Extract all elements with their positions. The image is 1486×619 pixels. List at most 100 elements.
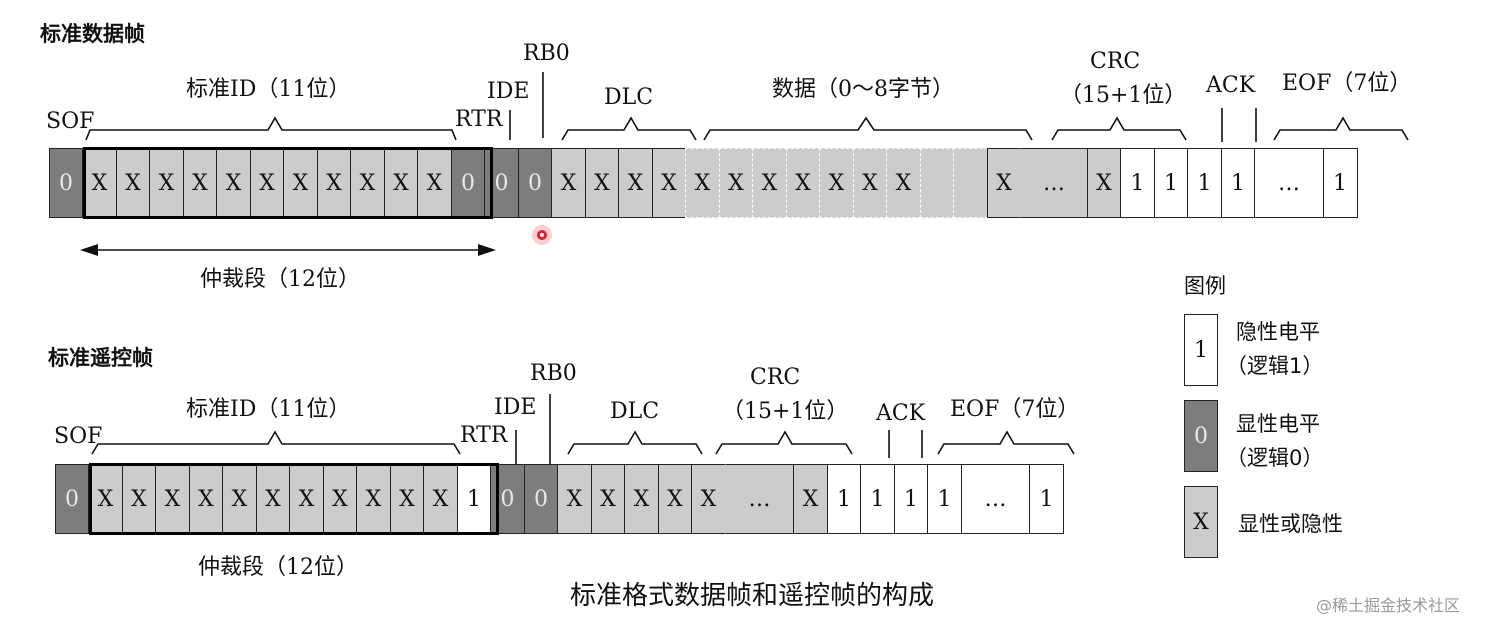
bit-id: X	[149, 148, 184, 218]
data-arbitration-label: 仲裁段（12位）	[200, 267, 360, 292]
remote-frame-bits: 0 X X X X X X X X X X X 1 0 0 X X X X X …	[54, 464, 1064, 534]
brace-id	[85, 116, 457, 141]
remote-id-label: 标准ID（11位）	[186, 397, 351, 422]
figure-caption: 标准格式数据帧和遥控帧的构成	[570, 581, 935, 611]
legend-recessive-swatch: 1	[1184, 314, 1218, 386]
legend-recessive-label: 隐性电平	[1236, 320, 1320, 344]
bit-id: X	[88, 464, 123, 534]
bit-crc-delimiter: 1	[1120, 148, 1155, 218]
bit-eof: 1	[1029, 464, 1064, 534]
remote-ack-label: ACK	[876, 401, 926, 426]
data-crc-label-1: CRC	[1090, 49, 1141, 74]
bit-id: X	[121, 464, 157, 534]
bit-dlc: X	[624, 464, 659, 534]
bit-id: X	[155, 464, 190, 534]
bit-dlc: X	[584, 148, 620, 218]
remote-sof-label: SOF	[54, 424, 103, 449]
bit-crc: X	[986, 148, 1022, 218]
bit-rb0: 0	[523, 464, 559, 534]
data-dlc-label: DLC	[604, 85, 654, 110]
data-rb0-label: RB0	[523, 41, 570, 66]
remote-eof-label: EOF（7位）	[950, 397, 1080, 422]
bit-data: X	[886, 148, 921, 218]
legend-dominant-sub: （逻辑0）	[1226, 446, 1324, 470]
data-eof-label: EOF（7位）	[1282, 71, 1412, 96]
bit-crc: X	[691, 464, 726, 534]
brace-dlc	[567, 430, 703, 455]
data-frame-braces	[80, 72, 1409, 256]
bit-rtr: 1	[456, 464, 492, 534]
watermark: @稀土掘金技术社区	[1316, 596, 1461, 615]
bit-data-ellipsis	[953, 148, 988, 218]
bit-data: X	[685, 148, 720, 218]
remote-crc-label-2: （15+1位）	[722, 399, 849, 424]
legend-either-label: 显性或隐性	[1238, 512, 1343, 536]
legend-either-swatch: X	[1184, 486, 1218, 558]
data-id-label: 标准ID（11位）	[186, 77, 351, 102]
data-frame-heading: 标准数据帧	[40, 22, 145, 46]
remote-arbitration-label: 仲裁段（12位）	[198, 555, 358, 580]
bit-sof: 0	[54, 464, 90, 534]
bit-ack: 1	[1153, 148, 1189, 218]
bit-ack-delimiter: 1	[1187, 148, 1222, 218]
bit-dlc: X	[657, 464, 693, 534]
brace-data	[703, 116, 1033, 141]
data-crc-label-2: （15+1位）	[1060, 83, 1187, 108]
bit-id: X	[389, 464, 425, 534]
bit-id: X	[283, 148, 318, 218]
legend-dominant-swatch: 0	[1184, 400, 1218, 472]
arrow-right-head	[478, 244, 496, 256]
bit-id: X	[255, 464, 291, 534]
bit-id: X	[383, 148, 419, 218]
bit-crc-delimiter: 1	[826, 464, 862, 534]
bit-dlc: X	[557, 464, 592, 534]
brace-eof	[937, 430, 1075, 455]
data-data-label: 数据（0～8字节）	[772, 77, 954, 102]
data-ide-label: IDE	[487, 79, 530, 104]
bit-eof: 1	[1322, 148, 1358, 218]
remote-rtr-label: RTR	[460, 423, 508, 448]
remote-dlc-label: DLC	[610, 399, 660, 424]
remote-crc-label-1: CRC	[750, 365, 801, 390]
bit-id: X	[115, 148, 151, 218]
bit-rb0: 0	[517, 148, 553, 218]
bit-id: X	[356, 464, 391, 534]
bit-id: X	[322, 464, 358, 534]
bit-id: X	[350, 148, 385, 218]
brace-id	[91, 430, 461, 455]
bit-eof-ellipsis: …	[1254, 148, 1324, 218]
brace-crc	[1051, 116, 1187, 141]
bit-id: X	[216, 148, 251, 218]
bit-id: X	[423, 464, 458, 534]
bit-dlc: X	[651, 148, 687, 218]
legend-title: 图例	[1184, 274, 1226, 298]
bit-id: X	[188, 464, 224, 534]
bit-id: X	[289, 464, 324, 534]
remote-frame-braces	[91, 394, 1075, 464]
bit-crc-ellipsis: …	[724, 464, 795, 534]
bit-id: X	[316, 148, 352, 218]
data-ack-label: ACK	[1206, 73, 1256, 98]
brace-eof	[1273, 116, 1409, 141]
bit-ide: 0	[484, 148, 519, 218]
legend-dominant-label: 显性电平	[1236, 412, 1320, 436]
bit-crc: X	[1086, 148, 1122, 218]
bit-dlc: X	[590, 464, 626, 534]
bit-rtr: 0	[450, 148, 486, 218]
bit-ack: 1	[860, 464, 895, 534]
bit-id: X	[249, 148, 285, 218]
brace-crc	[715, 430, 853, 455]
bit-id: X	[417, 148, 452, 218]
bit-id: X	[222, 464, 257, 534]
data-sof-label: SOF	[46, 109, 95, 134]
brace-dlc	[561, 116, 697, 141]
bit-data: X	[852, 148, 888, 218]
bit-crc-ellipsis: …	[1020, 148, 1088, 218]
bit-ack-delimiter: 1	[893, 464, 929, 534]
bit-data: X	[752, 148, 787, 218]
bit-ide: 0	[490, 464, 525, 534]
bit-id: X	[82, 148, 117, 218]
bit-data: X	[718, 148, 754, 218]
bit-eof-ellipsis: …	[960, 464, 1031, 534]
bit-eof: 1	[927, 464, 962, 534]
